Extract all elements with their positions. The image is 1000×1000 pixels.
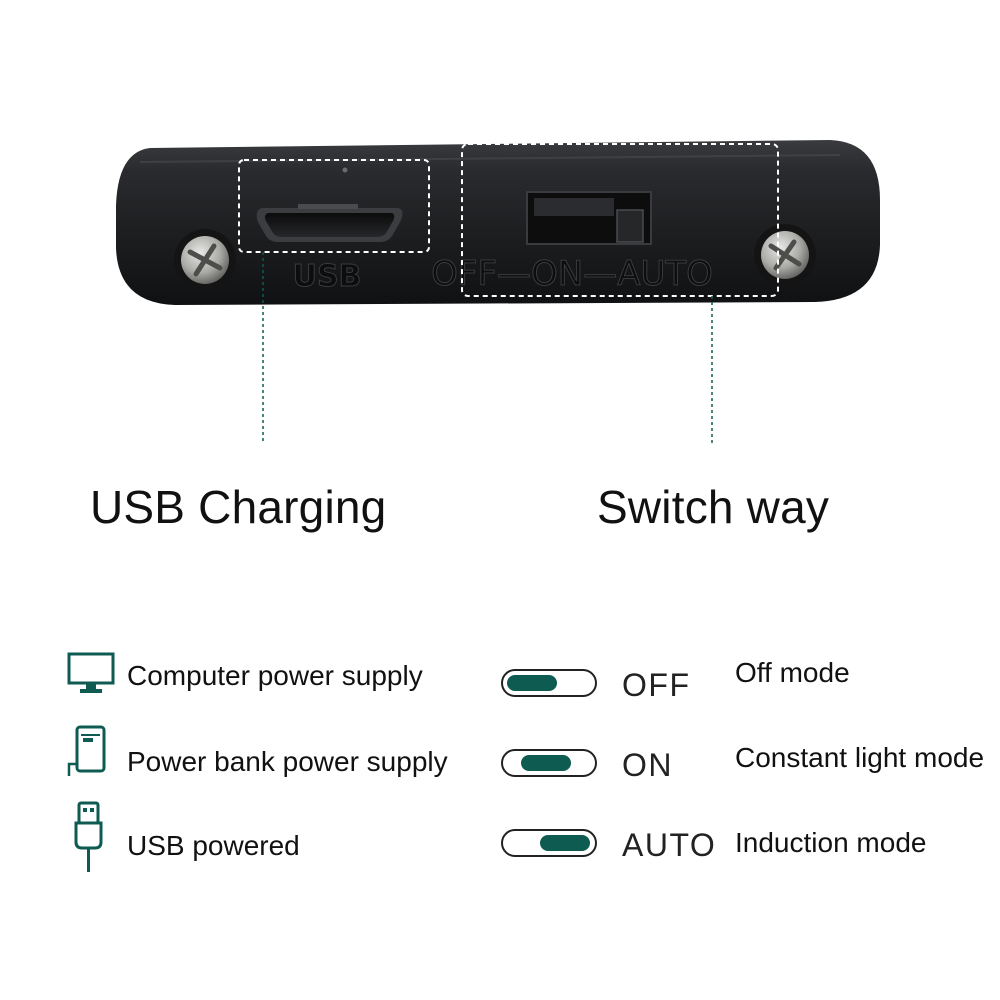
usb-charging-heading: USB Charging bbox=[90, 481, 387, 533]
power-source-power-bank: Power bank power supply bbox=[66, 724, 486, 784]
usb-highlight-box bbox=[238, 159, 430, 253]
power-bank-icon bbox=[67, 725, 106, 776]
power-source-usb: USB powered bbox=[66, 800, 486, 872]
switch-off-indicator bbox=[501, 669, 597, 697]
micro-usb-port bbox=[256, 167, 403, 242]
device-body bbox=[116, 140, 880, 305]
mode-code: ON bbox=[622, 747, 673, 783]
source-label: Power bank power supply bbox=[127, 746, 448, 777]
switch-on-indicator bbox=[501, 749, 597, 777]
slide-switch bbox=[526, 191, 652, 245]
switch-label: OFF—ON—AUTO bbox=[431, 254, 713, 294]
switch-auto-indicator bbox=[501, 829, 597, 857]
mode-code: AUTO bbox=[622, 827, 717, 863]
switch-knob bbox=[521, 755, 571, 771]
switch-knob bbox=[507, 675, 557, 691]
switch-knob bbox=[540, 835, 590, 851]
switch-highlight-box bbox=[461, 143, 779, 297]
source-label: USB powered bbox=[127, 830, 300, 861]
mode-code: OFF bbox=[622, 667, 691, 703]
mode-description: Induction mode bbox=[735, 827, 927, 858]
source-label: Computer power supply bbox=[127, 660, 423, 691]
mode-description: Off mode bbox=[735, 657, 850, 688]
usb-plug-icon bbox=[74, 801, 103, 872]
mode-description: Constant light mode bbox=[735, 742, 985, 773]
monitor-icon bbox=[67, 652, 115, 693]
right-screw-icon bbox=[754, 224, 816, 286]
device-photo: USB OFF—ON—AUTO bbox=[116, 140, 880, 446]
switch-way-heading: Switch way bbox=[597, 481, 830, 533]
power-source-computer: Computer power supply bbox=[66, 652, 486, 712]
left-screw-icon bbox=[174, 229, 236, 291]
port-label: USB bbox=[293, 259, 362, 294]
